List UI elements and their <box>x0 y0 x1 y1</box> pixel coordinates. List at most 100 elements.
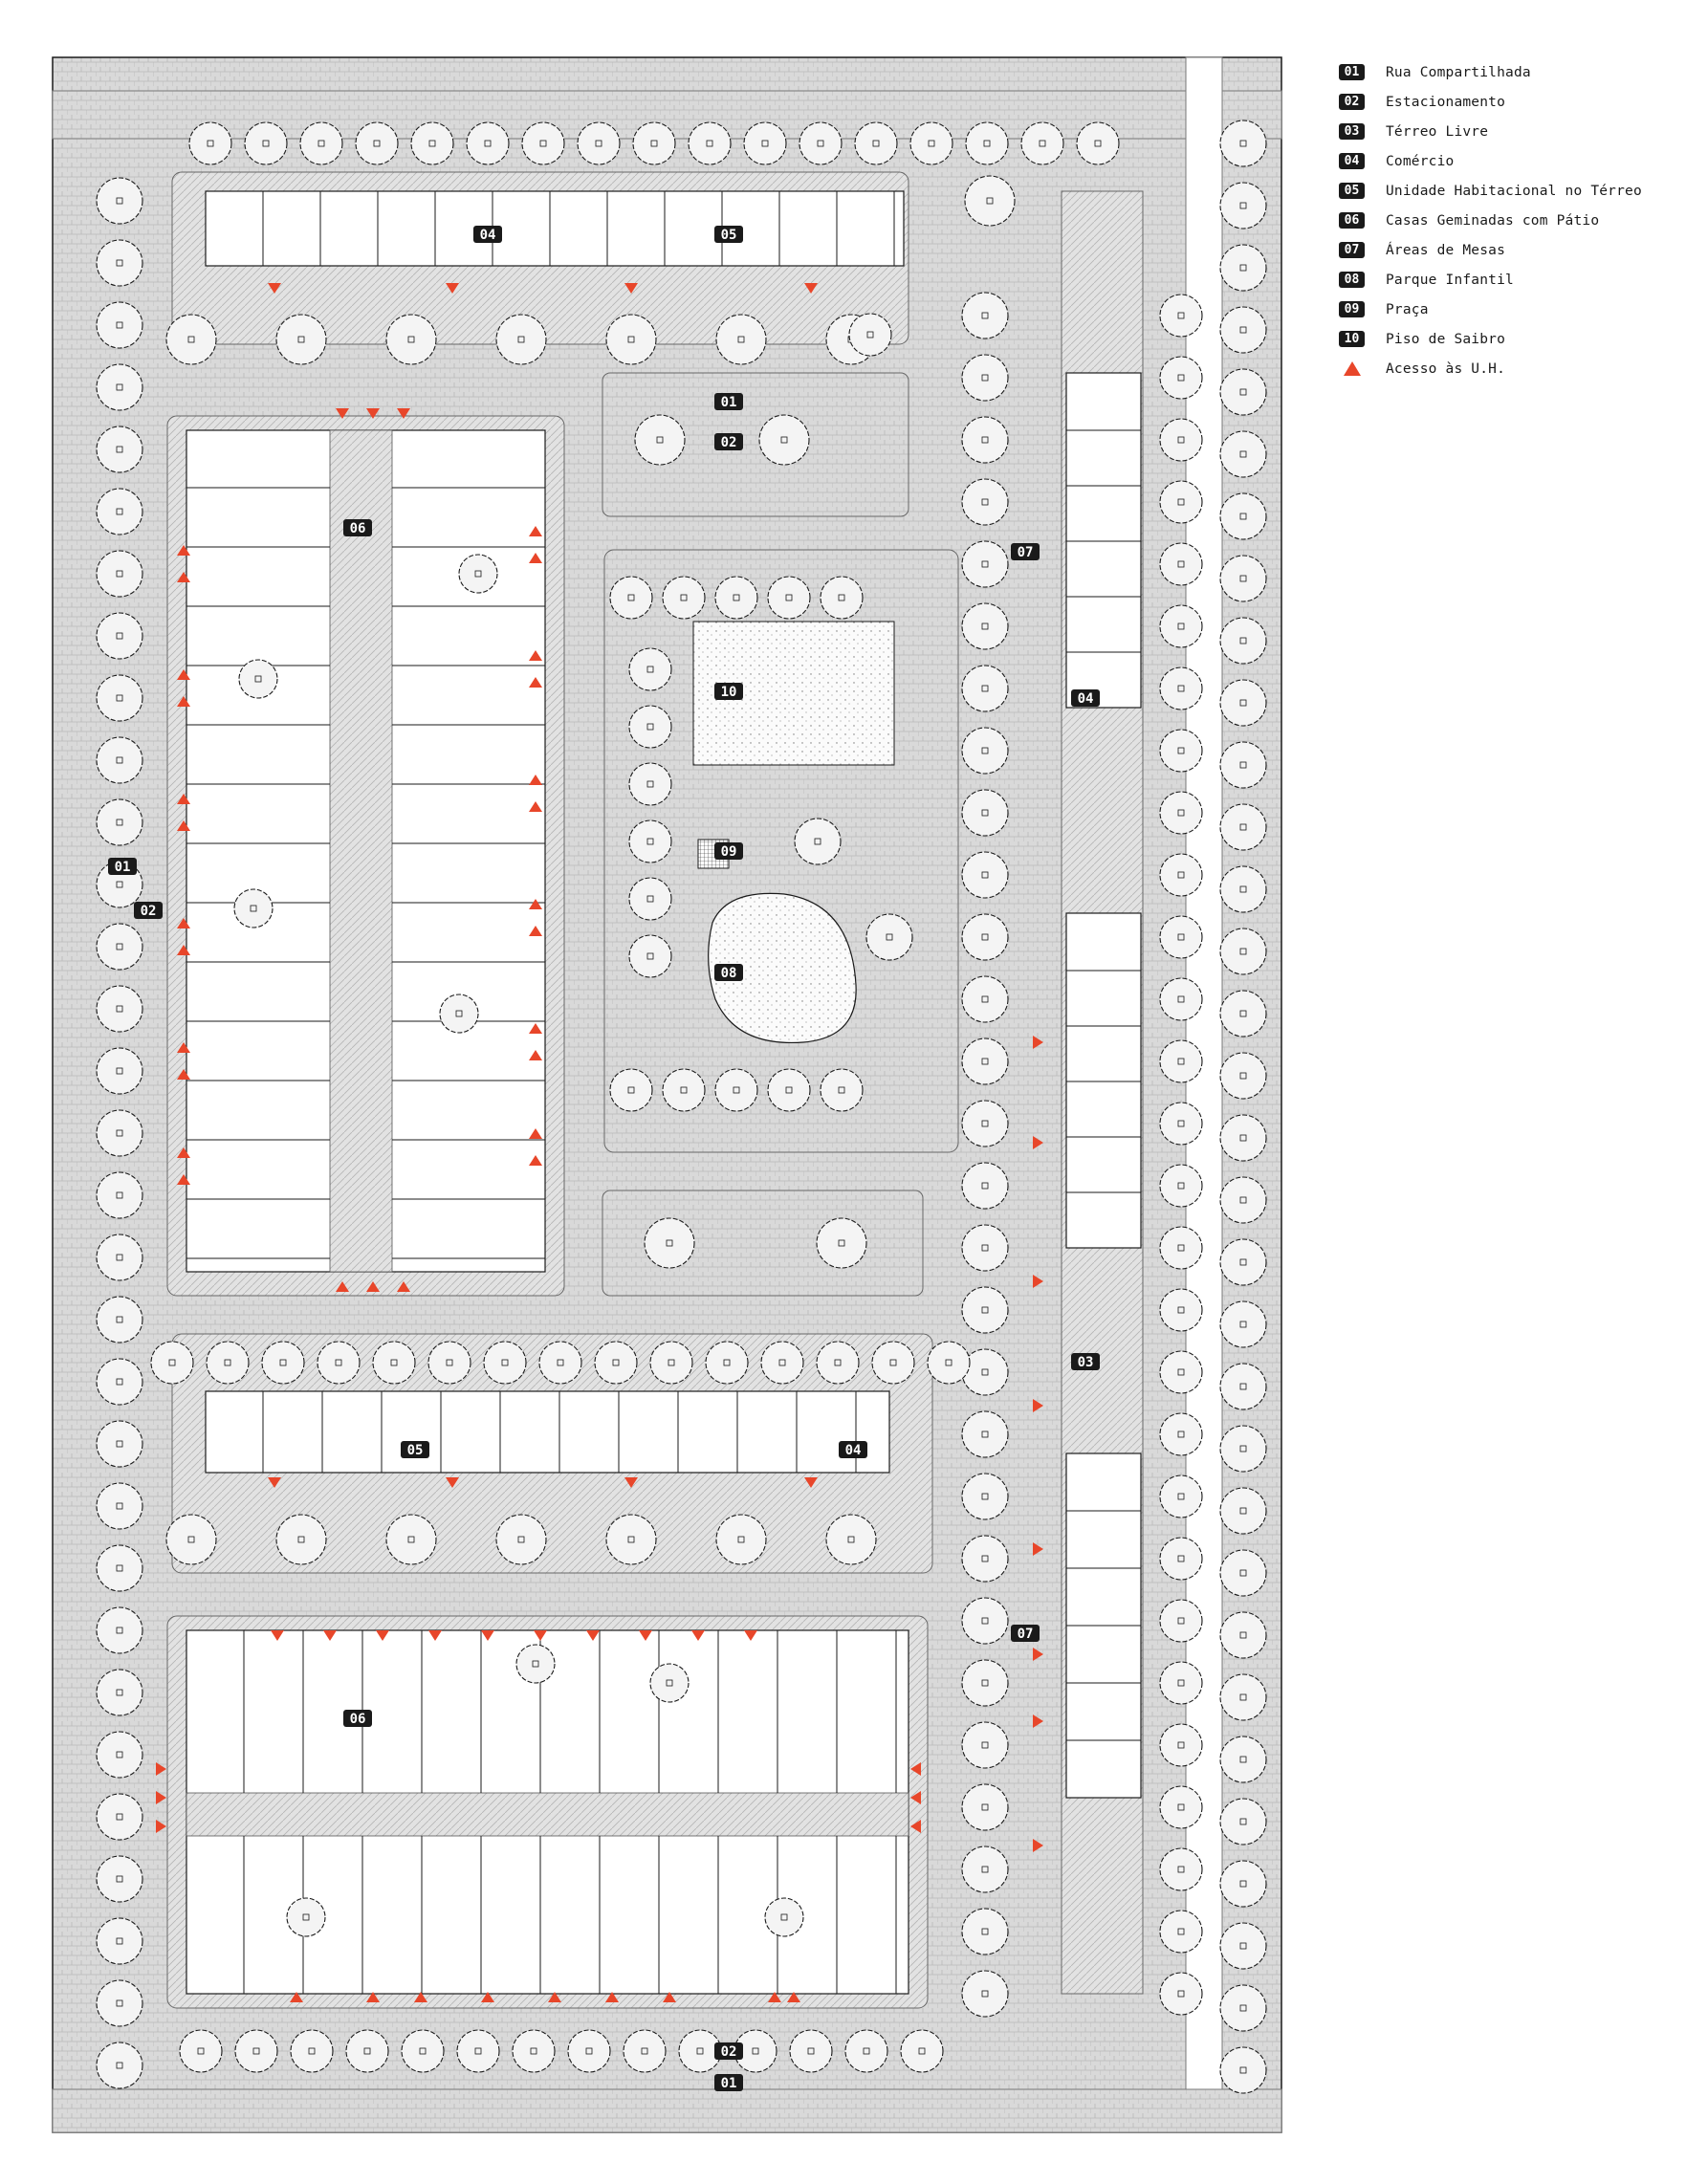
tree-icon <box>961 1908 1009 1955</box>
access-triangle-icon <box>397 1281 410 1292</box>
tree-icon <box>961 727 1009 775</box>
map-label-badge: 07 <box>1011 1625 1040 1642</box>
tree-icon <box>96 985 143 1033</box>
tree-icon <box>961 292 1009 339</box>
tree-icon <box>1219 430 1267 478</box>
access-triangle-icon <box>787 1992 800 2002</box>
access-triangle-icon <box>1033 1839 1043 1852</box>
tree-icon <box>385 1514 437 1565</box>
map-label-badge: 05 <box>401 1441 429 1458</box>
tree-icon <box>605 1514 657 1565</box>
map-label-badge: 01 <box>714 2074 743 2091</box>
tree-icon <box>961 1535 1009 1583</box>
legend-code-badge: 10 <box>1339 331 1365 347</box>
tree-icon <box>816 1341 860 1385</box>
tree-icon <box>1219 1922 1267 1970</box>
legend-label: Praça <box>1386 301 1429 317</box>
tree-icon <box>165 314 217 365</box>
access-triangle-icon <box>910 1762 921 1776</box>
tree-icon <box>1219 1860 1267 1908</box>
tree-icon <box>758 414 810 466</box>
tree-icon <box>96 1047 143 1095</box>
tree-icon <box>1159 1164 1203 1208</box>
tree-icon <box>206 1341 250 1385</box>
access-triangle-icon <box>529 1050 542 1060</box>
tree-icon <box>1159 853 1203 897</box>
access-triangle-icon <box>1033 1036 1043 1049</box>
access-triangle-icon <box>1033 1399 1043 1412</box>
access-triangle-icon <box>156 1791 166 1804</box>
legend-label: Áreas de Mesas <box>1386 242 1506 258</box>
tree-icon <box>854 121 898 165</box>
tree-icon <box>345 2029 389 2073</box>
map-label-code: 10 <box>721 685 737 700</box>
access-triangle-icon <box>691 1630 705 1641</box>
tree-icon <box>96 550 143 598</box>
map-label-code: 08 <box>721 966 737 981</box>
access-triangle-icon <box>910 1820 921 1833</box>
access-triangle-icon <box>366 1992 380 2002</box>
tree-icon <box>649 1663 690 1703</box>
tree-icon <box>1219 1487 1267 1535</box>
tree-icon <box>927 1341 971 1385</box>
access-triangle-icon <box>268 283 281 294</box>
access-triangle-icon <box>446 1477 459 1488</box>
tree-icon <box>628 705 672 749</box>
tree-icon <box>1159 1723 1203 1767</box>
access-triangle-icon <box>177 572 190 582</box>
tree-icon <box>644 1217 695 1269</box>
tree-icon <box>286 1897 326 1937</box>
tree-icon <box>1159 1474 1203 1518</box>
tree-icon <box>1219 182 1267 229</box>
tree-icon <box>427 1341 471 1385</box>
map-label-badge: 03 <box>1071 1353 1100 1370</box>
legend-code-badge: 04 <box>1339 153 1365 169</box>
tree-icon <box>715 1514 767 1565</box>
tree-icon <box>96 1606 143 1654</box>
access-triangle-icon <box>529 926 542 936</box>
access-triangle-icon <box>156 1762 166 1776</box>
access-triangle-icon <box>177 794 190 804</box>
tree-icon <box>1159 294 1203 338</box>
tree-icon <box>1219 1549 1267 1597</box>
tree-icon <box>1219 1238 1267 1286</box>
tree-icon <box>1219 306 1267 354</box>
access-triangle-icon <box>804 283 818 294</box>
tree-icon <box>961 913 1009 961</box>
tree-icon <box>96 488 143 535</box>
tree-icon <box>1076 121 1120 165</box>
map-label-badge: 06 <box>343 1710 372 1727</box>
tree-icon <box>1219 679 1267 727</box>
tree-icon <box>96 1731 143 1779</box>
tree-icon <box>96 177 143 225</box>
access-triangle-icon <box>177 820 190 831</box>
tree-icon <box>1219 990 1267 1037</box>
tree-icon <box>961 1597 1009 1645</box>
tree-icon <box>789 2029 833 2073</box>
tree-icon <box>1159 1350 1203 1394</box>
access-triangle-icon <box>804 1477 818 1488</box>
access-triangle-icon <box>397 408 410 419</box>
tree-icon <box>1219 1114 1267 1162</box>
access-triangle-icon <box>586 1630 600 1641</box>
tree-icon <box>961 1659 1009 1707</box>
tree-icon <box>96 239 143 287</box>
map-label-badge: 04 <box>473 226 502 243</box>
tree-icon <box>233 888 274 928</box>
map-label-badge: 04 <box>839 1441 867 1458</box>
legend-label: Casas Geminadas com Pátio <box>1386 212 1600 229</box>
tree-icon <box>605 314 657 365</box>
tree-icon <box>96 2042 143 2089</box>
map-label-badge: 07 <box>1011 543 1040 560</box>
access-triangle-icon <box>529 1023 542 1034</box>
tree-icon <box>714 576 758 620</box>
access-triangle-icon <box>529 553 542 563</box>
access-triangle-icon <box>323 1630 337 1641</box>
tree-icon <box>1219 1300 1267 1348</box>
tree-icon <box>1159 1910 1203 1954</box>
access-triangle-icon <box>624 1477 638 1488</box>
tree-icon <box>401 2029 445 2073</box>
